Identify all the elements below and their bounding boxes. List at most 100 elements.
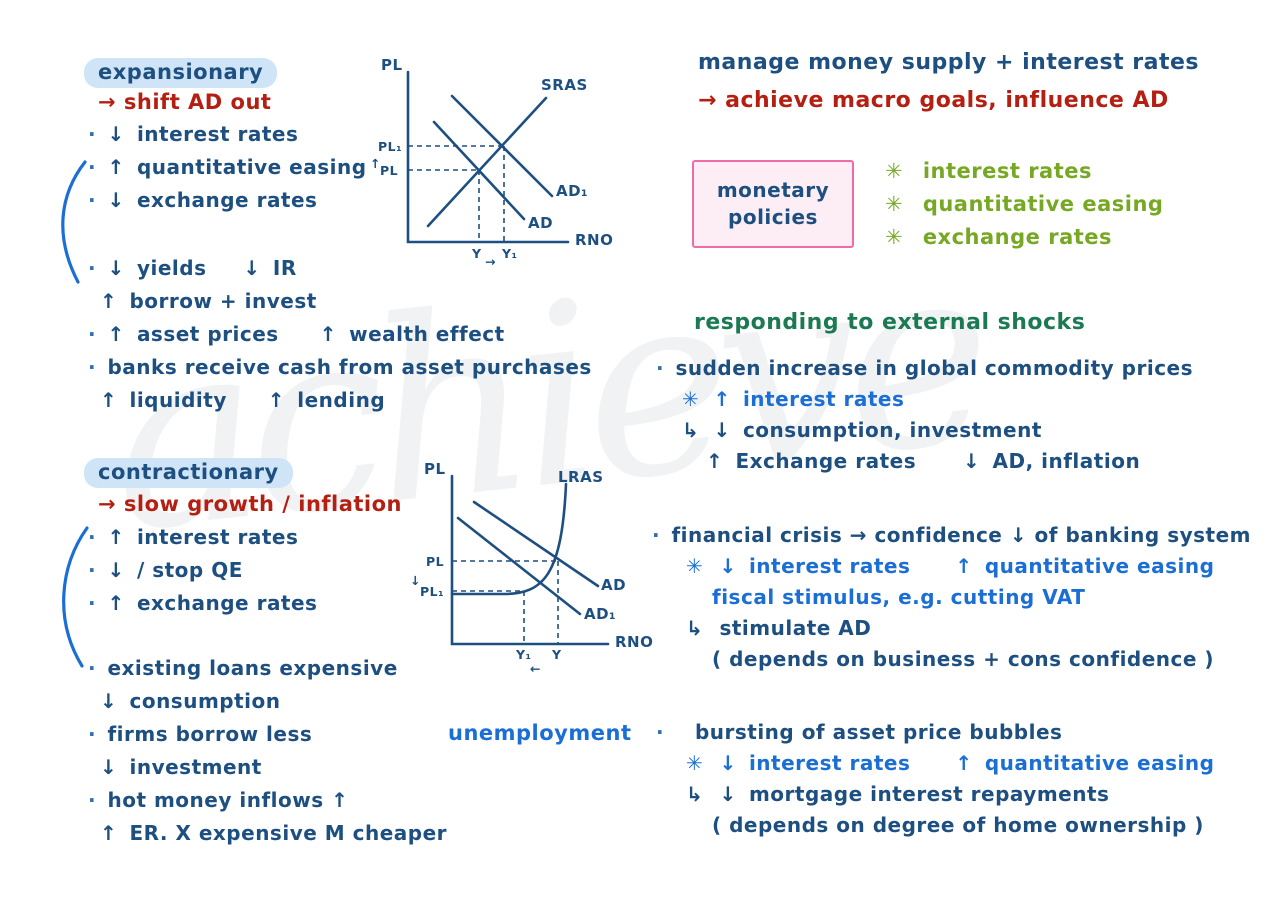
diagram2-output-label-y1: Y₁ bbox=[515, 647, 532, 662]
diagram2-curve-label-ad1: AD₁ bbox=[584, 605, 616, 623]
list-item: · ↓ exchange rates bbox=[88, 190, 367, 210]
list-item: ✳ exchange rates bbox=[885, 227, 1163, 248]
list-item: · ↓ interest rates bbox=[88, 124, 367, 157]
direction-arrow-icon: ↑ bbox=[713, 387, 731, 411]
asterisk-icon: ✳ bbox=[885, 159, 904, 183]
list-item-label: quantitative easing bbox=[984, 554, 1215, 578]
list-item-label: yields bbox=[136, 256, 207, 280]
direction-arrow-icon: ↓ bbox=[719, 554, 737, 578]
direction-arrow-icon: ↑ bbox=[267, 388, 286, 412]
list-item: ( depends on degree of home ownership ) bbox=[656, 815, 1214, 835]
asterisk-icon: ✳ bbox=[885, 192, 904, 216]
list-item: ↑ Exchange rates ↓ AD, inflation bbox=[656, 451, 1193, 471]
diagram1-y-axis-label: PL bbox=[381, 56, 403, 74]
monetary-policies-box-line-2: policies bbox=[728, 205, 818, 229]
expansionary-brace-icon bbox=[61, 160, 87, 284]
diagram1-x-axis-label: RNO bbox=[575, 231, 613, 249]
diagram-contractionary: PL RNO LRAS AD AD₁ PL PL₁ Y₁ Y ↓ ← bbox=[408, 460, 668, 677]
shock-title-label: financial crisis → confidence ↓ of banki… bbox=[671, 523, 1251, 547]
expansionary-effects-list: · ↓ yields ↓ IR ↑ borrow + invest · ↑ as… bbox=[88, 258, 592, 410]
diagram2-y-direction-icon: ← bbox=[530, 661, 541, 676]
list-item: · hot money inflows ↑ bbox=[88, 790, 447, 823]
list-item: ( depends on business + cons confidence … bbox=[652, 649, 1251, 669]
diagram2-price-label-pl: PL bbox=[426, 554, 444, 569]
diagram2-y-axis-label: PL bbox=[424, 460, 446, 478]
list-item: ✳ quantitative easing bbox=[885, 194, 1163, 227]
direction-arrow-icon: ↑ bbox=[955, 554, 973, 578]
expansionary-heading: expansionary bbox=[84, 58, 278, 88]
diagram1-y-direction-icon: → bbox=[485, 254, 496, 269]
diagram1-curve-label-sras: SRAS bbox=[541, 76, 588, 94]
list-item-label: consumption bbox=[129, 689, 281, 713]
direction-arrow-icon: ↓ bbox=[719, 751, 737, 775]
monetary-policies-box-line-1: monetary bbox=[716, 178, 830, 202]
contractionary-subheading: → slow growth / inflation bbox=[98, 492, 403, 516]
list-bullet: · bbox=[88, 722, 97, 746]
list-item-label: interest rates bbox=[742, 387, 905, 411]
list-bullet: · bbox=[88, 355, 97, 379]
asterisk-icon: ✳ bbox=[686, 751, 704, 775]
list-item: ✳ ↓ interest rates ↑ quantitative easing bbox=[652, 556, 1251, 587]
list-item: ↳ ↓ consumption, investment bbox=[656, 420, 1193, 451]
direction-arrow-icon: ↑ bbox=[319, 322, 337, 346]
list-bullet: · bbox=[88, 591, 97, 615]
list-item: · ↑ interest rates bbox=[88, 527, 317, 560]
diagram2-curve-label-ad: AD bbox=[601, 576, 626, 594]
direction-arrow-icon: ↑ bbox=[107, 525, 125, 549]
direction-arrow-icon: ↓ bbox=[243, 256, 261, 280]
contractionary-brace-icon bbox=[62, 526, 89, 668]
list-item: · ↓ / stop QE bbox=[88, 560, 317, 593]
direction-arrow-icon: ↑ bbox=[107, 591, 125, 615]
list-item-label: hot money inflows ↑ bbox=[107, 788, 349, 812]
list-item-label: mortgage interest repayments bbox=[748, 782, 1110, 806]
shock-title: · bursting of asset price bubbles bbox=[656, 722, 1214, 753]
hook-arrow-icon: ↳ bbox=[686, 616, 704, 640]
contractionary-heading-wrap: contractionary bbox=[84, 458, 293, 488]
shocks-heading: responding to external shocks bbox=[694, 310, 1086, 335]
contractionary-policy-list: · ↑ interest rates · ↓ / stop QE · ↑ exc… bbox=[88, 527, 317, 613]
list-bullet: · bbox=[88, 558, 97, 582]
list-item: ↓ consumption bbox=[88, 691, 447, 724]
direction-arrow-icon: ↓ bbox=[107, 256, 125, 280]
list-item-label: exchange rates bbox=[136, 188, 318, 212]
list-item-label: interest rates bbox=[136, 122, 299, 146]
list-item-label: existing loans expensive bbox=[107, 656, 398, 680]
diagram2-curve-label-lras: LRAS bbox=[558, 468, 604, 486]
expansionary-policy-list: · ↓ interest rates · ↑ quantitative easi… bbox=[88, 124, 367, 210]
list-item: · ↓ yields ↓ IR bbox=[88, 258, 592, 291]
list-item-label: liquidity bbox=[129, 388, 227, 412]
shock-title: · sudden increase in global commodity pr… bbox=[656, 358, 1193, 389]
list-bullet: · bbox=[88, 256, 97, 280]
direction-arrow-icon: ↑ bbox=[100, 821, 118, 845]
list-item: · banks receive cash from asset purchase… bbox=[88, 357, 592, 390]
shock-item-3: · bursting of asset price bubbles ✳ ↓ in… bbox=[656, 722, 1214, 835]
asterisk-icon: ✳ bbox=[885, 225, 904, 249]
unemployment-note: unemployment bbox=[448, 721, 632, 745]
monetary-policies-box: monetary policies bbox=[692, 160, 854, 248]
list-item-label: fiscal stimulus, e.g. cutting VAT bbox=[712, 585, 1086, 609]
list-bullet: · bbox=[656, 356, 665, 380]
shock-item-1: · sudden increase in global commodity pr… bbox=[656, 358, 1193, 471]
right-intro-line-1: manage money supply + interest rates bbox=[698, 50, 1200, 75]
direction-arrow-icon: ↑ bbox=[107, 322, 125, 346]
asterisk-icon: ✳ bbox=[686, 554, 704, 578]
direction-arrow-icon: ↑ bbox=[706, 449, 724, 473]
shock-title-label: sudden increase in global commodity pric… bbox=[675, 356, 1194, 380]
list-item: ↑ ER. X expensive M cheaper bbox=[88, 823, 447, 843]
list-item-label: banks receive cash from asset purchases bbox=[107, 355, 592, 379]
list-item-label: consumption, investment bbox=[742, 418, 1042, 442]
list-item: ↑ liquidity ↑ lending bbox=[88, 390, 592, 410]
shock-title: · financial crisis → confidence ↓ of ban… bbox=[652, 525, 1251, 556]
direction-arrow-icon: ↓ bbox=[713, 418, 731, 442]
hook-arrow-icon: ↳ bbox=[686, 782, 704, 806]
list-item: ✳ ↓ interest rates ↑ quantitative easing bbox=[656, 753, 1214, 784]
hook-arrow-icon: ↳ bbox=[682, 418, 700, 442]
list-item-label: / stop QE bbox=[136, 558, 243, 582]
diagram1-price-label-pl: PL bbox=[380, 163, 398, 178]
list-item-label: Exchange rates bbox=[735, 449, 917, 473]
right-intro-line-2: → achieve macro goals, influence AD bbox=[698, 88, 1169, 113]
direction-arrow-icon: ↓ bbox=[107, 122, 125, 146]
list-bullet: · bbox=[656, 720, 665, 744]
list-item-label: interest rates bbox=[136, 525, 299, 549]
